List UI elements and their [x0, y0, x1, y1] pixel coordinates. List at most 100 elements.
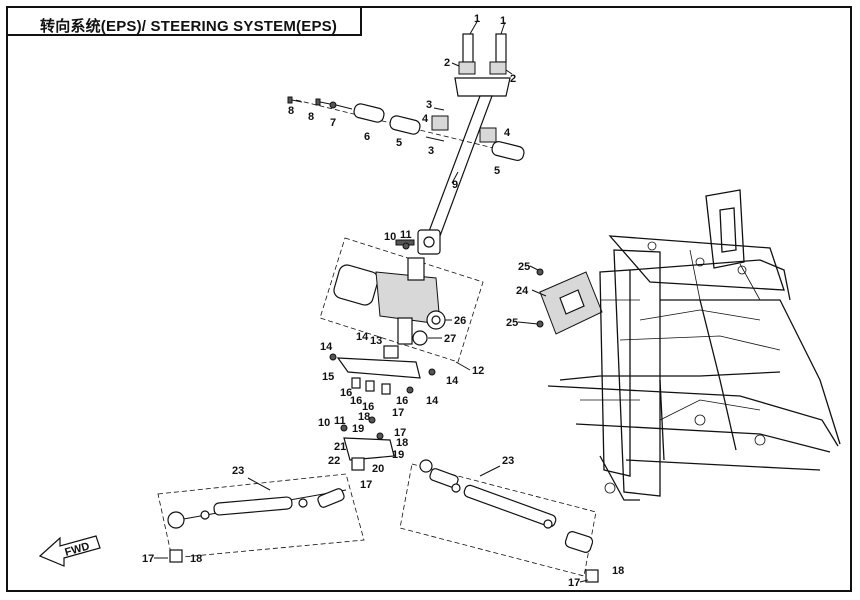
callout-14: 14	[426, 395, 439, 407]
leader-lines	[154, 265, 589, 583]
tie-rod-end-left-inner	[317, 488, 345, 508]
part-13	[383, 345, 399, 359]
callout-19: 19	[392, 449, 404, 461]
callout-23: 23	[232, 465, 244, 477]
mount-bracket-15	[336, 357, 421, 379]
bolt-14-c	[406, 386, 414, 394]
nut-17-a	[368, 416, 376, 424]
bolt-8-b	[315, 98, 321, 106]
fwd-arrow: FWD	[38, 535, 101, 567]
callout-labels: 1 1 2 2 3 3 4 4 5 5 6 7 8 8 9 10 11 12 1…	[142, 13, 624, 589]
spacer-6	[353, 103, 385, 123]
callout-14: 14	[320, 341, 333, 353]
eps-motor	[333, 264, 379, 306]
bolt-14-a	[329, 353, 337, 361]
bolt-1-right	[495, 33, 507, 63]
page-border	[6, 6, 852, 592]
callout-9: 9	[452, 179, 458, 191]
nut-18-left	[169, 549, 183, 563]
pivot-mount-group	[287, 96, 525, 161]
callout-8: 8	[308, 111, 314, 123]
callout-14: 14	[446, 375, 459, 387]
callout-4: 4	[504, 127, 511, 139]
eps-controller-group	[536, 268, 603, 335]
tie-rod-23-right	[463, 484, 557, 528]
washer-7	[329, 101, 337, 109]
callout-17: 17	[394, 427, 406, 439]
pitman-arm-20	[343, 437, 395, 461]
callout-5: 5	[494, 165, 500, 177]
callout-8: 8	[288, 105, 294, 117]
lower-bracket-group	[329, 345, 436, 471]
eps-input-shaft	[407, 257, 425, 281]
bolt-14-b	[428, 368, 436, 376]
callout-14: 14	[356, 331, 369, 343]
tie-rod-right-outline	[399, 463, 597, 577]
callout-3: 3	[426, 99, 432, 111]
callout-21: 21	[334, 441, 346, 453]
callout-16: 16	[396, 395, 408, 407]
callout-18: 18	[358, 411, 370, 423]
callout-13: 13	[370, 335, 382, 347]
bushing-5-right	[491, 141, 525, 161]
callout-2: 2	[510, 73, 516, 85]
eps-output-shaft	[397, 317, 413, 345]
callout-1: 1	[500, 15, 506, 27]
bolt-1-left	[462, 33, 474, 63]
callout-26: 26	[454, 315, 466, 327]
callout-16: 16	[362, 401, 374, 413]
callout-25: 25	[518, 261, 530, 273]
callout-15: 15	[322, 371, 334, 383]
tie-rod-right-group	[399, 459, 599, 583]
callout-20: 20	[372, 463, 384, 475]
callout-1: 1	[474, 13, 480, 25]
callout-25: 25	[506, 317, 518, 329]
nut-18-right	[585, 569, 599, 583]
spacer-16-c	[381, 383, 391, 395]
nut-11-lower	[340, 424, 348, 432]
callout-18: 18	[396, 437, 408, 449]
eps-assembly-outline	[319, 237, 484, 363]
tie-rod-left-group	[157, 473, 365, 563]
tie-rod-end-right-outer	[564, 531, 594, 553]
clamp-2-left	[458, 61, 476, 75]
callout-17: 17	[142, 553, 154, 565]
callout-11: 11	[334, 415, 346, 427]
tie-rod-23-left	[213, 496, 293, 516]
callout-17: 17	[568, 577, 580, 589]
nut-18-a	[376, 432, 384, 440]
callout-12: 12	[472, 365, 484, 377]
callout-2: 2	[444, 57, 450, 69]
clamp-2-right	[489, 61, 507, 75]
callout-17: 17	[392, 407, 404, 419]
callout-16: 16	[350, 395, 362, 407]
callout-18: 18	[190, 553, 202, 565]
tie-rod-end-left-outer	[167, 511, 185, 529]
upper-column-group	[395, 19, 513, 255]
callout-10: 10	[384, 231, 396, 243]
callout-23: 23	[502, 455, 514, 467]
screw-25-top	[536, 268, 544, 276]
callout-27: 27	[444, 333, 456, 345]
callout-6: 6	[364, 131, 370, 143]
bushing-5-left	[389, 115, 421, 135]
tie-rod-end-right-sleeve	[429, 468, 459, 488]
callout-4: 4	[422, 113, 429, 125]
callout-16: 16	[340, 387, 352, 399]
o-ring-27	[412, 330, 428, 346]
callout-17: 17	[360, 479, 372, 491]
arrow-icon	[38, 535, 101, 567]
bolt-8-a	[287, 96, 293, 104]
callout-3: 3	[428, 145, 434, 157]
nut-11	[402, 242, 410, 250]
nut-22	[351, 457, 365, 471]
upper-column-bracket	[454, 77, 511, 97]
callout-22: 22	[328, 455, 340, 467]
callout-7: 7	[330, 117, 336, 129]
tie-rod-end-right-inner	[419, 459, 433, 473]
callout-10: 10	[318, 417, 330, 429]
bushing-4-right	[479, 127, 497, 143]
vehicle-frame	[547, 189, 841, 501]
diagram-title: 转向系统(EPS)/ STEERING SYSTEM(EPS)	[40, 18, 338, 35]
